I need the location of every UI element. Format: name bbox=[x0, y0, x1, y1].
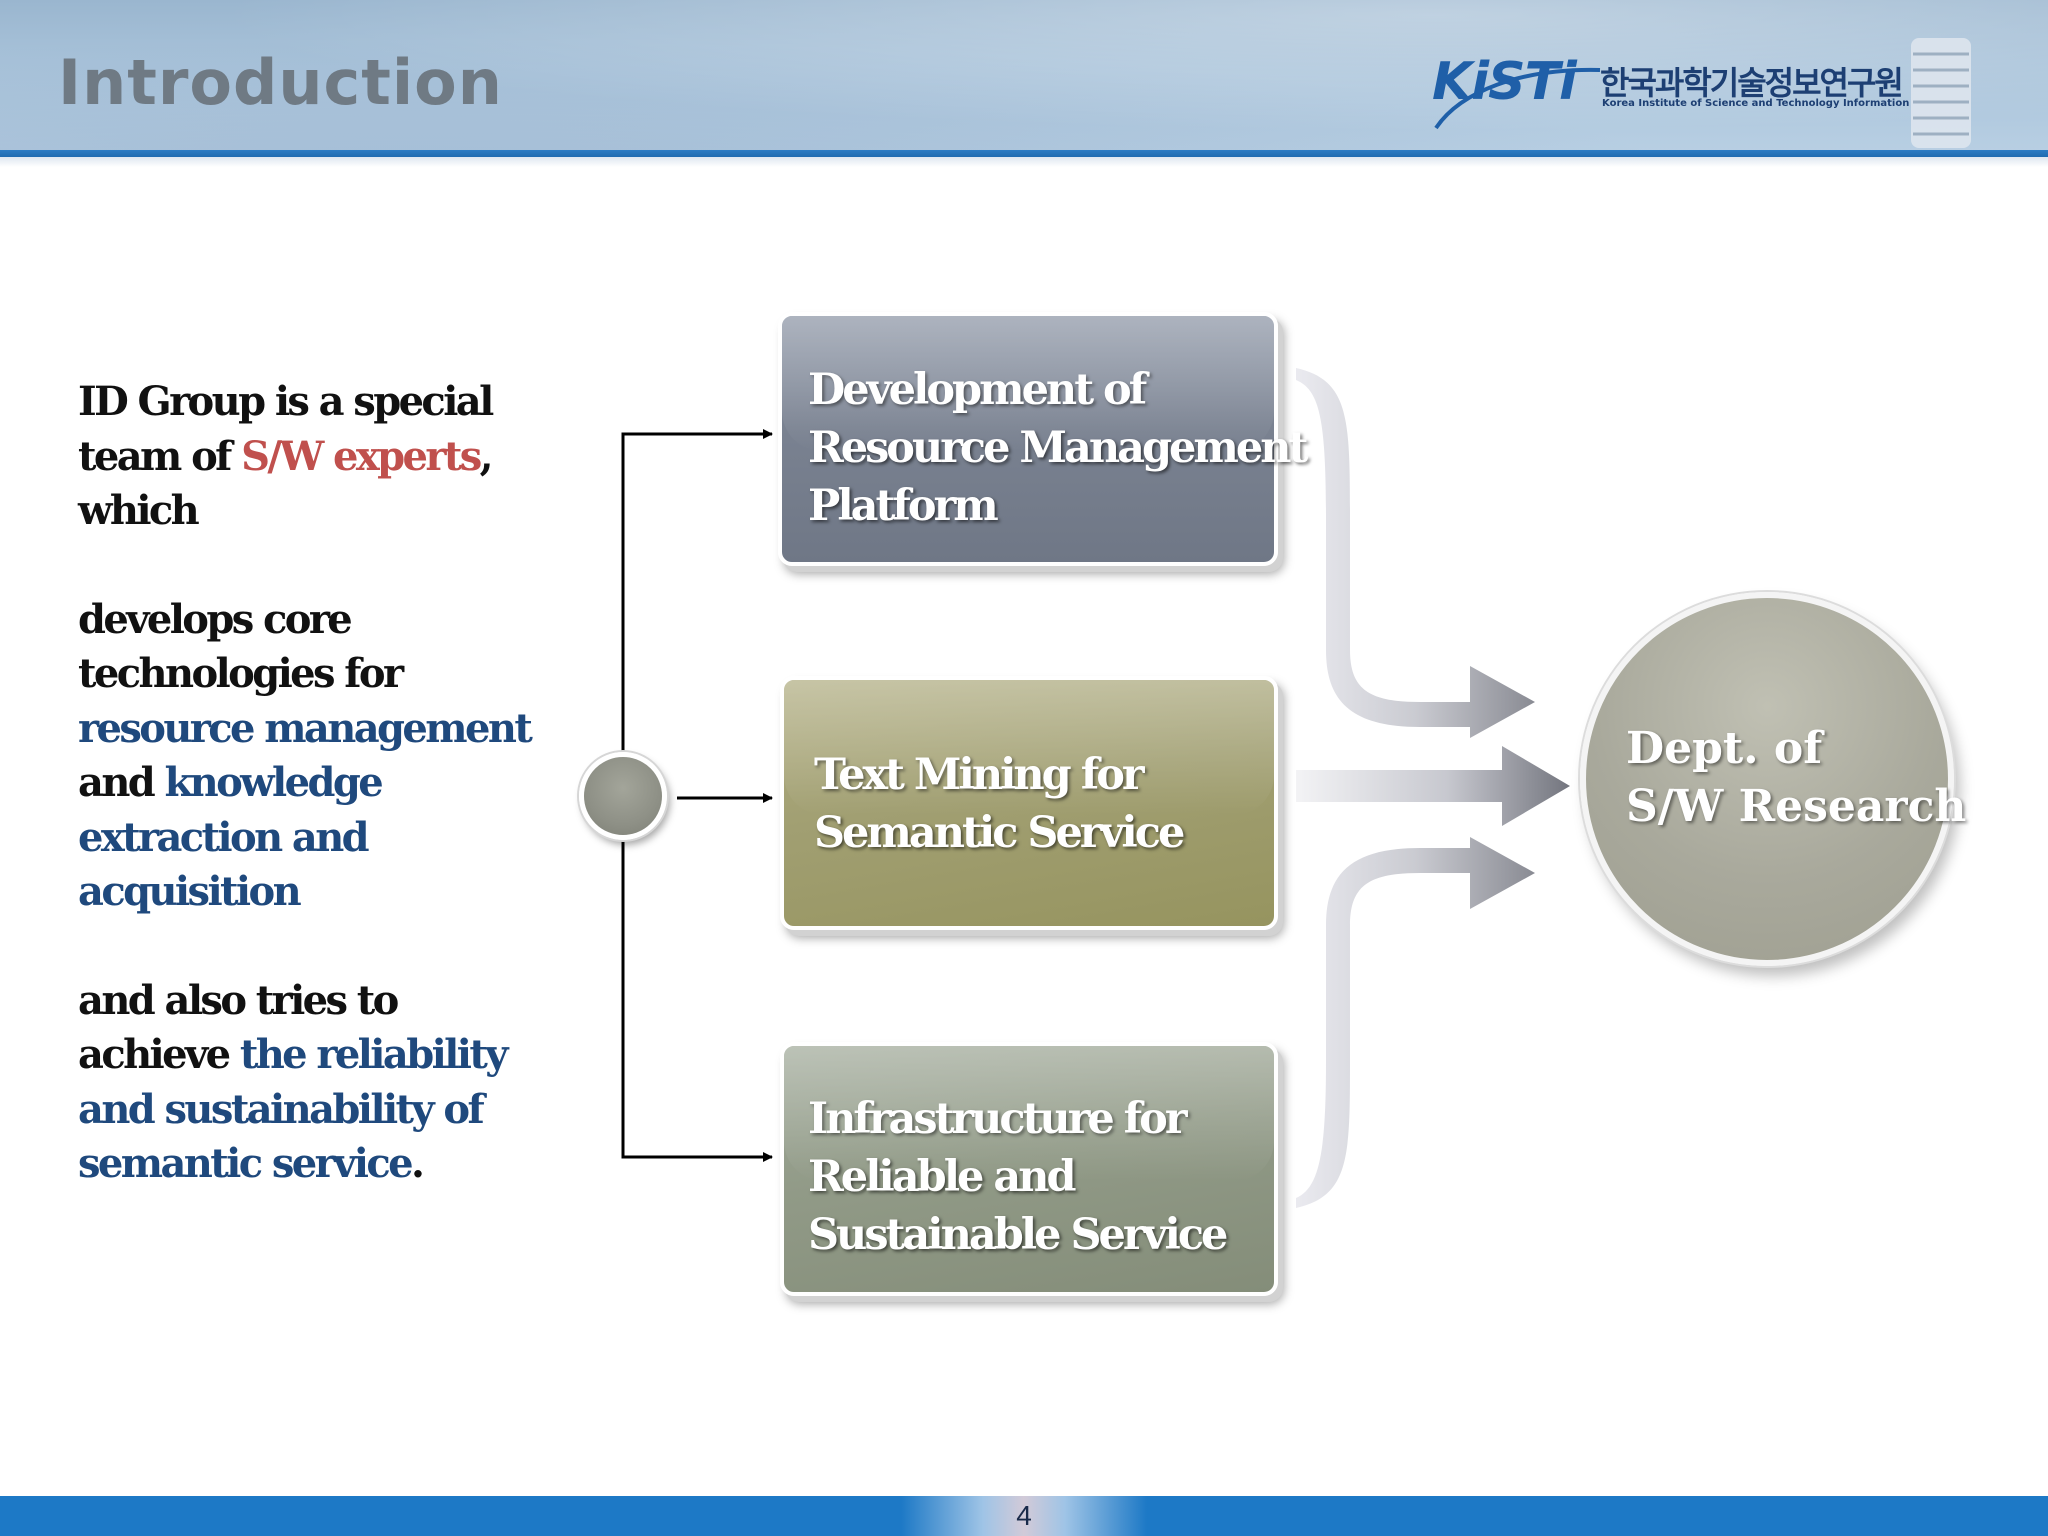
highlight-reliability: the reliability and sustainability of se… bbox=[78, 1031, 508, 1187]
box-resource-management-platform: Development of Resource Management Platf… bbox=[778, 312, 1308, 566]
header-shadow bbox=[0, 157, 2048, 167]
logo-mark: KiSTi bbox=[1432, 52, 1577, 112]
logo-english-name: Korea Institute of Science and Technolog… bbox=[1602, 98, 1910, 109]
page-number: 4 bbox=[1016, 1500, 1032, 1531]
description-paragraph-2: develops core technologies for resource … bbox=[78, 595, 533, 916]
flow-arrow-bottom bbox=[1296, 837, 1535, 1208]
logo-swoosh-icon bbox=[1434, 67, 1601, 130]
box-text-mining: Text Mining for Semantic Service bbox=[780, 676, 1278, 930]
flow-arrow-middle bbox=[1296, 746, 1570, 826]
logo-korean-name: 한국과학기술정보연구원 bbox=[1600, 64, 1904, 102]
flow-arrow-top bbox=[1296, 368, 1535, 738]
dept-sw-research-node: Dept. of S/W Research bbox=[1580, 592, 1966, 966]
highlight-resource-management: resource management bbox=[78, 704, 533, 752]
kisti-logo: KiSTi 한국과학기술정보연구원 Korea Institute of Sci… bbox=[1432, 52, 1909, 132]
footer-bar bbox=[0, 1496, 2048, 1536]
slide-title: Introduction bbox=[58, 46, 503, 119]
description-paragraph-1: ID Group is a special team of S/W expert… bbox=[78, 378, 494, 534]
header-banner: Introduction KiSTi 한국과학기술정보연구원 Korea Ins… bbox=[0, 0, 2048, 152]
building-icon bbox=[1911, 38, 1971, 148]
group-description: ID Group is a special team of S/W expert… bbox=[78, 375, 538, 1192]
hub-bracket bbox=[621, 429, 773, 1162]
highlight-sw-experts: S/W experts bbox=[241, 432, 482, 480]
box-infrastructure: Infrastructure for Reliable and Sustaina… bbox=[780, 1042, 1278, 1296]
header-divider bbox=[0, 150, 2048, 157]
description-paragraph-3: and also tries to achieve the reliabilit… bbox=[78, 976, 508, 1188]
highlight-knowledge-extraction: knowledge extraction and acquisition bbox=[78, 759, 384, 915]
hub-node bbox=[579, 752, 667, 840]
